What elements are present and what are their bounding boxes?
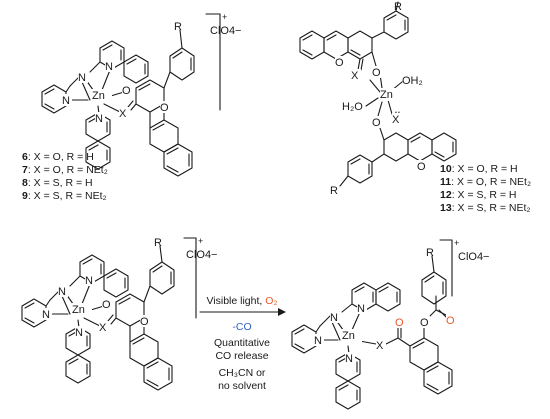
ester-oxygen-label: O: [420, 317, 429, 329]
counterion-label: ClO4−: [210, 25, 242, 37]
zinc-label: Zn: [342, 330, 355, 342]
compound-desc: : X = S, R = NEt₂: [452, 202, 531, 214]
compound-id: 8: [22, 177, 28, 189]
x-atom-label: X: [392, 114, 400, 126]
svg-text:7: X = O, R = NEt₂: 7: X = O, R = NEt₂: [22, 164, 108, 176]
compound-id: 12: [440, 189, 452, 201]
zinc-label: Zn: [72, 304, 85, 316]
pyridine-n-label: N: [95, 113, 103, 125]
pyridine-n-label: N: [62, 95, 70, 107]
pyridine-n-label: N: [357, 303, 365, 315]
pyridine-n-label: N: [314, 335, 322, 347]
ring-oxygen-label: O: [335, 57, 344, 69]
compound-id: 7: [22, 164, 28, 176]
svg-text:6: X = O, R = H: 6: X = O, R = H: [22, 151, 94, 163]
zinc-label: Zn: [92, 90, 105, 102]
oxygen-label: O: [372, 67, 381, 79]
r-substituent-label: R: [394, 1, 402, 13]
compound-id: 10: [440, 163, 452, 175]
condition-co-release: CO release: [215, 350, 268, 362]
pyridine-n-label: N: [105, 61, 113, 73]
charge-label: +: [198, 236, 203, 246]
zinc-label: Zn: [380, 89, 393, 101]
complex-10-13: [299, 1, 457, 187]
x-atom-label: X: [351, 70, 359, 82]
compound-desc: : X = S, R = H: [452, 189, 517, 201]
oxygen-label: O: [122, 85, 131, 97]
condition-no-solvent: no solvent: [218, 380, 266, 392]
condition-co-loss: -CO: [232, 321, 251, 333]
legend-10-13: 10: X = O, R = H 11: X = O, R = NEt₂ 12:…: [440, 163, 531, 214]
carbonyl-oxygen-label: O: [395, 317, 404, 329]
condition-quantitative: Quantitative: [214, 337, 270, 349]
compound-desc: : X = O, R = H: [28, 151, 94, 163]
counterion-label: ClO4−: [458, 251, 490, 263]
reaction-arrow: [199, 308, 286, 316]
compound-id: 9: [22, 190, 28, 202]
x-atom-label: X: [119, 108, 127, 120]
svg-text:10: X = O, R = H: 10: X = O, R = H: [440, 163, 518, 175]
r-substituent-label: R: [330, 185, 338, 197]
ring-oxygen-label: O: [140, 316, 149, 328]
ester-carbonyl-oxygen-label: O: [446, 315, 455, 327]
compound-desc: : X = O, R = NEt₂: [451, 176, 531, 188]
ring-oxygen-label: O: [160, 102, 169, 114]
pyridine-n-label: N: [85, 275, 93, 287]
condition-solvent: CH₃CN or: [219, 367, 266, 379]
svg-text:9: X = S, R = NEt₂: 9: X = S, R = NEt₂: [22, 190, 107, 202]
legend-6-9: 6: X = O, R = H 7: X = O, R = NEt₂ 8: X …: [22, 151, 108, 202]
pyridine-n-label: N: [42, 309, 50, 321]
condition-light: Visible light, O₂: [206, 295, 277, 307]
charge-label: +: [222, 12, 227, 22]
svg-text:8: X = S, R = H: 8: X = S, R = H: [22, 177, 93, 189]
amine-n-label: N: [330, 312, 338, 324]
r-substituent-label: R: [174, 21, 182, 33]
amine-n-label: N: [58, 286, 66, 298]
pyridine-n-label: N: [345, 353, 353, 365]
pyridine-n-label: N: [75, 327, 83, 339]
compound-id: 13: [440, 202, 452, 214]
compound-desc: : X = O, R = NEt₂: [28, 164, 108, 176]
svg-text:11: X = O, R = NEt₂: 11: X = O, R = NEt₂: [440, 176, 531, 188]
charge-label: +: [454, 238, 459, 248]
x-atom-label: X: [376, 340, 384, 352]
water-label: H₂O: [342, 101, 363, 113]
counterion-label: ClO4−: [186, 249, 218, 261]
ring-oxygen-label: O: [417, 161, 426, 173]
oxygen-label: O: [102, 299, 111, 311]
oxygen-label: O: [372, 117, 381, 129]
svg-text:12: X = S, R = H: 12: X = S, R = H: [440, 189, 516, 201]
compound-id: 11: [440, 176, 451, 188]
compound-desc: : X = S, R = NEt₂: [28, 190, 107, 202]
svg-text:13: X = S, R = NEt₂: 13: X = S, R = NEt₂: [440, 202, 530, 214]
r-substituent-label: R: [154, 237, 162, 249]
r-substituent-label: R: [426, 247, 434, 259]
x-atom-label: X: [99, 322, 107, 334]
compound-desc: : X = O, R = H: [452, 163, 518, 175]
amine-n-label: N: [78, 72, 86, 84]
compound-desc: : X = S, R = H: [28, 177, 93, 189]
water-label: OH₂: [402, 75, 423, 87]
compound-id: 6: [22, 151, 28, 163]
